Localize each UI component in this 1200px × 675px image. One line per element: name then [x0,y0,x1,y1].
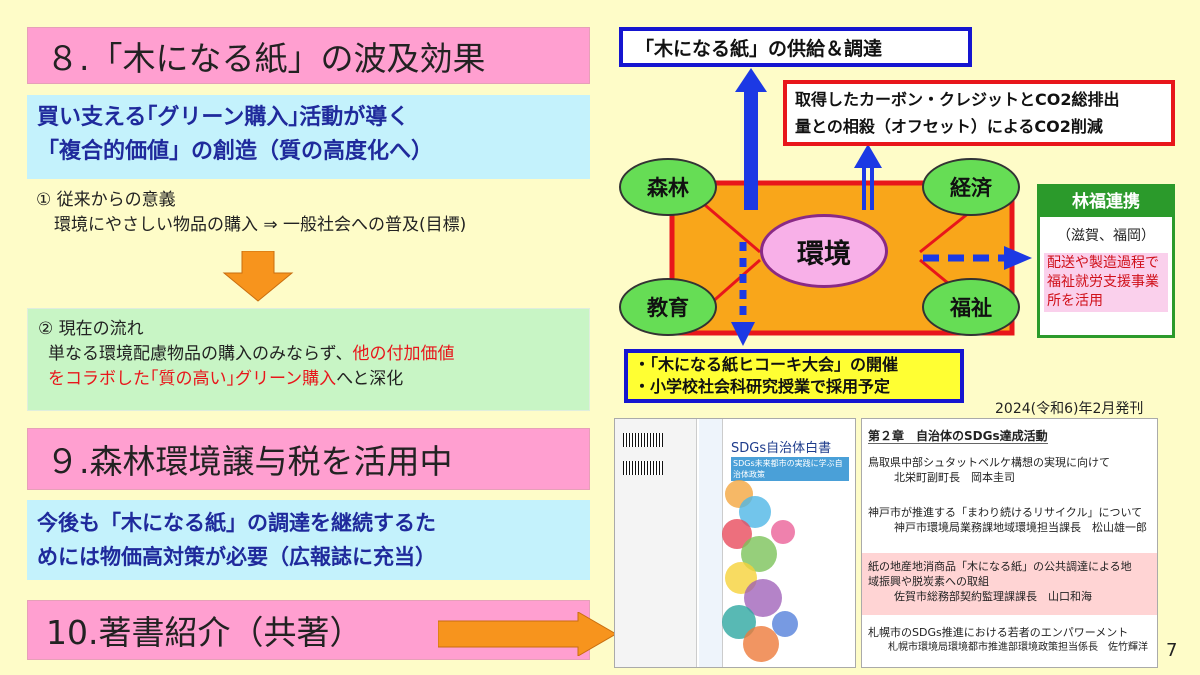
down-arrow-icon [222,251,294,302]
rinpuku-text: 配送や製造過程で福祉就労支援事業所を活用 [1044,253,1168,312]
point2-title: ② 現在の流れ [38,319,144,339]
page-number: 7 [1166,640,1178,661]
book-back [615,419,697,667]
environment-node: 環境 [760,214,888,288]
book-contents: 第２章 自治体のSDGs達成活動 鳥取県中部シュタットベルケ構想の実現に向けて … [861,418,1158,668]
point1-title: ① 従来からの意義 [36,190,176,210]
carbon-offset-box: 取得したカーボン・クレジットとCO2総排出 量との相殺（オフセット）によるCO2… [783,80,1175,146]
book-spine [699,419,723,667]
published-date: 2024(令和6)年2月発刊 [995,401,1144,417]
point1-text: 環境にやさしい物品の購入 ⇒ 一般社会への普及(目標) [54,215,467,235]
forest-node: 森林 [619,158,717,216]
section8-heading: ８.「木になる紙」の波及効果 [27,27,590,84]
point1: ① 従来からの意義 環境にやさしい物品の購入 ⇒ 一般社会への普及(目標) [36,188,596,238]
economy-node: 経済 [922,158,1020,216]
lead-line2: 「複合的価値」の創造（質の高度化へ） [37,139,434,164]
lead-box: 買い支える｢グリーン購入｣活動が導く 「複合的価値」の創造（質の高度化へ） [27,95,590,179]
point2: ② 現在の流れ 単なる環境配慮物品の購入のみならず、他の付加価値 をコラボした｢… [27,308,590,411]
lead-line1: 買い支える｢グリーン購入｣活動が導く [37,105,410,130]
rinpuku-box: 林福連携 （滋賀、福岡） 配送や製造過程で福祉就労支援事業所を活用 [1037,184,1175,338]
education-node: 教育 [619,278,717,336]
tax-note-box: 今後も「木になる紙」の調達を継続するた めには物価高対策が必要（広報誌に充当） [27,500,590,580]
point2-text: 単なる環境配慮物品の購入のみならず、他の付加価値 をコラボした｢質の高い｣グリー… [48,344,455,389]
contents-entry: 神戸市が推進する「まわり続けるリサイクル」について 神戸市環境局業務課地域環境担… [868,506,1147,534]
book-art [722,480,798,662]
book-cover: SDGs自治体白書2023-2024 SDGs未来都市の実践に学ぶ自治体政策 [614,418,856,668]
events-box: ・「木になる紙ヒコーキ大会」の開催 ・小学校社会科研究授業で採用予定 [624,349,964,403]
book-cover-subtitle: SDGs未来都市の実践に学ぶ自治体政策 [731,457,849,481]
supply-box: 「木になる紙」の供給＆調達 [619,27,972,67]
right-arrow-icon [438,612,617,656]
tax-note-line2: めには物価高対策が必要（広報誌に充当） [37,545,436,569]
barcode-icon [623,433,663,447]
chapter-title: 第２章 自治体のSDGs達成活動 [868,429,1048,444]
rinpuku-place: （滋賀、福岡） [1057,228,1155,244]
barcode-icon [623,461,663,475]
tax-note-line1: 今後も「木になる紙」の調達を継続するた [37,511,436,535]
section9-heading: ９.森林環境譲与税を活用中 [27,428,590,490]
contents-entry: 鳥取県中部シュタットベルケ構想の実現に向けて 北栄町副町長 岡本圭司 [868,456,1110,484]
contents-entry: 札幌市のSDGs推進における若者のエンパワーメント 札幌市環境局環境都市推進部環… [868,626,1148,653]
contents-entry-highlight: 紙の地産地消商品「木になる紙」の公共調達による地域振興や脱炭素への取組 佐賀市総… [862,553,1157,615]
rinpuku-title: 林福連携 [1040,187,1172,217]
welfare-node: 福祉 [922,278,1020,336]
